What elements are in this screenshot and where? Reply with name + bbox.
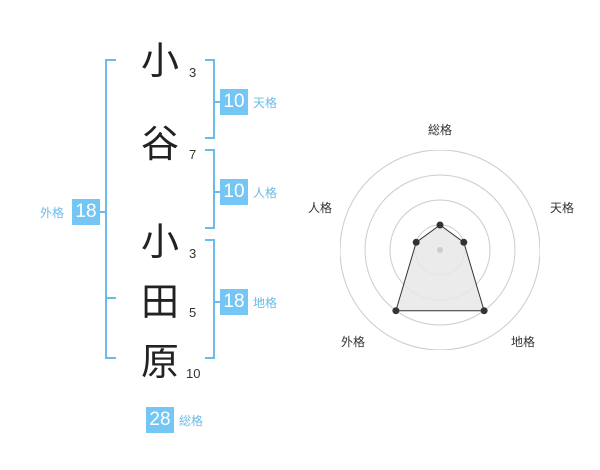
radar-label-tenkaku: 天格 [550, 201, 575, 215]
fortune-radar-chart [340, 150, 540, 350]
radar-point-chikaku [480, 307, 488, 315]
jinkaku-label: 人格 [253, 186, 278, 200]
soukaku-label: 総格 [179, 414, 204, 428]
chikaku-label: 地格 [253, 296, 278, 310]
name-char-3-strokes: 3 [189, 246, 197, 261]
radar-label-chikaku: 地格 [511, 335, 536, 349]
tenkaku-value-badge: 10 [220, 89, 248, 115]
gaikaku-bracket [105, 59, 116, 359]
radar-point-gaikaku [392, 307, 400, 315]
name-char-4-strokes: 5 [189, 305, 197, 320]
tenkaku-bracket [205, 59, 215, 139]
radar-center-dot [437, 247, 443, 253]
name-char-3: 小 [140, 220, 179, 264]
radar-label-jinkaku: 人格 [308, 201, 333, 215]
jinkaku-value-badge: 10 [220, 179, 248, 205]
tenkaku-label: 天格 [253, 96, 278, 110]
radar-label-gaikaku: 外格 [341, 335, 366, 349]
radar-point-jinkaku [412, 238, 420, 246]
name-char-5: 原 [140, 340, 179, 384]
gaikaku-value-badge: 18 [72, 199, 100, 225]
name-char-1: 小 [140, 39, 179, 83]
name-char-2-strokes: 7 [189, 147, 197, 162]
radar-value-polygon [395, 224, 485, 312]
name-char-4: 田 [140, 280, 179, 324]
radar-point-soukaku [436, 221, 444, 229]
radar-label-soukaku: 総格 [428, 123, 453, 137]
name-char-2: 谷 [140, 122, 179, 166]
gaikaku-label: 外格 [40, 206, 65, 220]
radar-point-tenkaku [460, 238, 468, 246]
name-char-5-strokes: 10 [186, 366, 201, 381]
radar-grid-ring [364, 174, 516, 326]
jinkaku-bracket [205, 149, 215, 229]
chikaku-bracket [205, 239, 215, 359]
name-char-1-strokes: 3 [189, 65, 197, 80]
chikaku-value-badge: 18 [220, 289, 248, 315]
soukaku-value-badge: 28 [146, 407, 174, 433]
